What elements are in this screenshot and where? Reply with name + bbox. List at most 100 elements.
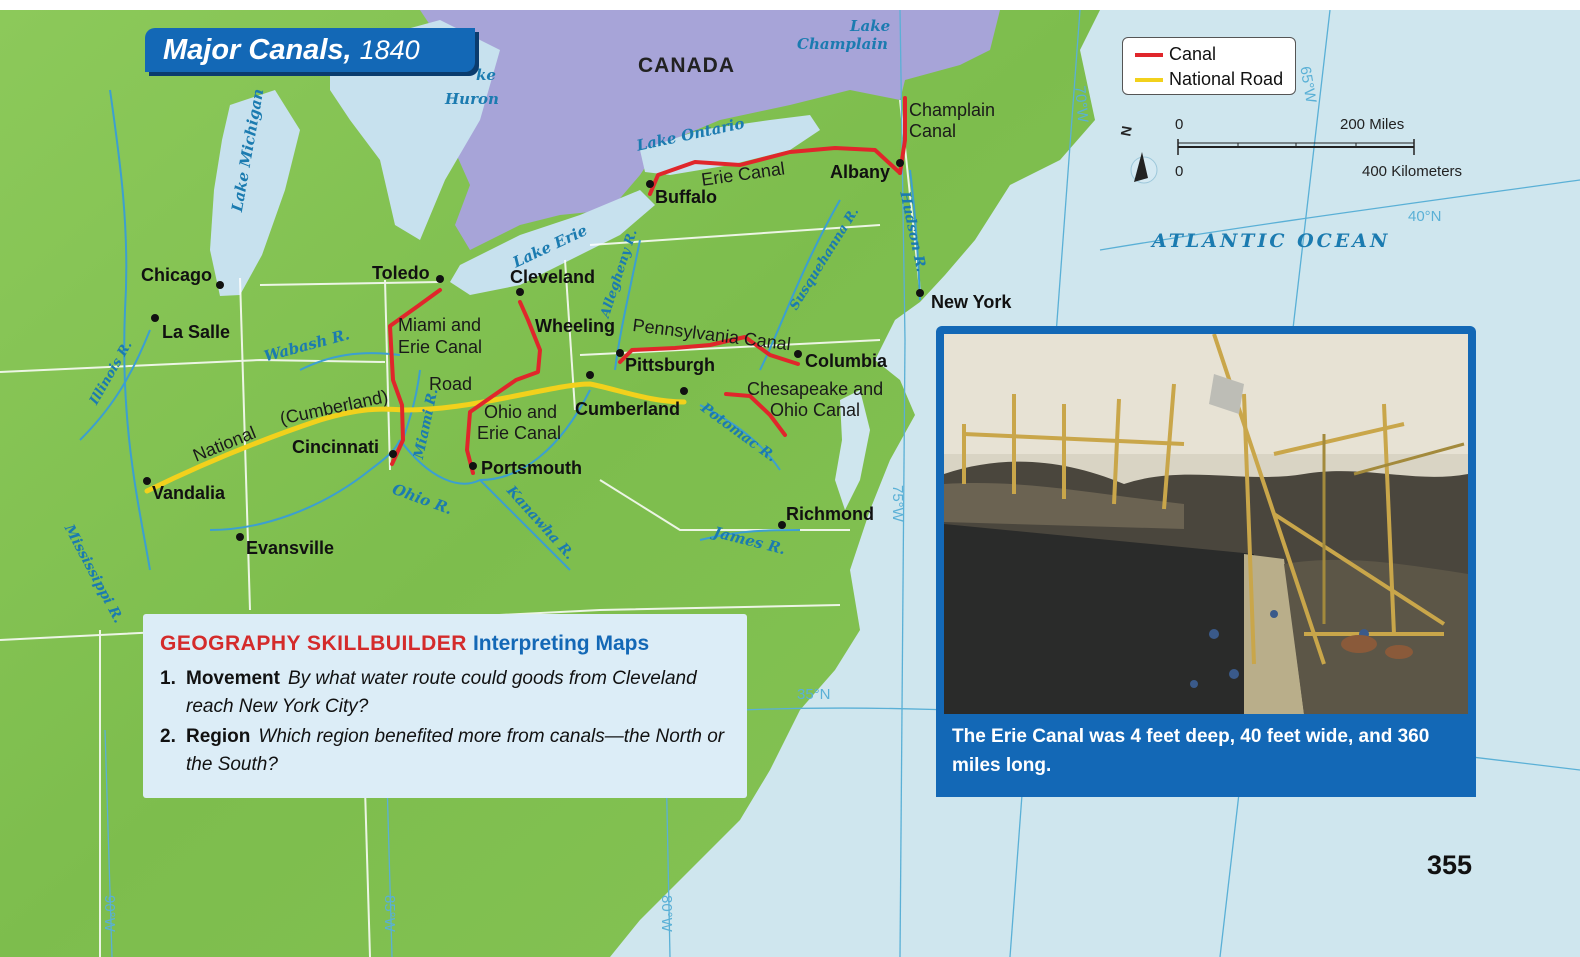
pennsylvania-canal-line [618,335,800,366]
city-dot-cincinnati [389,450,397,458]
city-dot-buffalo [646,180,654,188]
skillbuilder-heading-blue: Interpreting Maps [472,632,650,655]
city-label-new-york: New York [931,292,1012,312]
gridline-label-70w: 70°W [1071,85,1092,124]
legend-row-canal: Canal [1135,42,1295,67]
lake-label-huron-partial: ke [476,66,496,84]
illustration-caption: The Erie Canal was 4 feet deep, 40 feet … [952,726,1430,776]
map-title-text: Major Canals, [163,33,352,66]
question-text: By what water route could goods from Cle… [186,668,697,717]
scale-bar-graphic [1177,139,1415,155]
legend-label-canal: Canal [1169,44,1217,64]
city-label-columbia: Columbia [805,351,888,371]
canal-label-chesapeake-1: Chesapeake and [747,379,884,399]
canal-label-ohio-erie-2: Erie Canal [477,423,562,443]
city-label-wheeling: Wheeling [535,316,615,336]
legend-swatch-canal [1135,52,1163,57]
city-label-toledo: Toledo [372,263,430,283]
canada-area [420,10,1000,250]
city-label-vandalia: Vandalia [152,483,226,503]
lake-michigan [210,90,300,296]
gridline-label-40n: 40°N [1408,208,1442,225]
page-number: 355 [1427,850,1473,880]
erie-canal-illustration [944,334,1468,714]
region-label-atlantic-ocean: ATLANTIC OCEAN [1152,230,1391,252]
national-road-line [144,381,687,494]
skillbuilder-heading-red: GEOGRAPHY SKILLBUILDER [160,632,467,655]
gridline-label-80w: 80°W [658,895,675,932]
city-dot-la-salle [151,314,159,322]
city-dot-chicago [216,281,224,289]
lake-huron [330,20,500,240]
legend-row-road: National Road [1135,67,1295,92]
city-dot-cleveland [516,288,524,296]
canal-label-chesapeake-2: Ohio Canal [770,400,861,420]
city-dot-evansville [236,533,244,541]
city-dot-cumberland [680,387,688,395]
city-dot-wheeling [586,371,594,379]
city-label-cumberland: Cumberland [575,399,681,419]
scale-zero-km: 0 [1175,163,1184,180]
scale-bar: N 0 200 Miles 0 400 Kilometers [1117,115,1478,190]
city-dot-pittsburgh [616,349,624,357]
canal-label-champlain-1: Champlain [909,100,996,120]
city-dot-toledo [436,275,444,283]
question-text: Which region benefited more from canals—… [186,726,725,775]
canal-lines [388,96,907,475]
city-dot-columbia [794,350,802,358]
city-label-chicago: Chicago [141,265,213,285]
question-number: 1. [160,668,176,689]
city-label-evansville: Evansville [246,538,335,558]
city-dot-albany [896,159,904,167]
lake-erie [450,190,655,295]
lake-label-huron: Huron [445,90,499,108]
city-label-cincinnati: Cincinnati [292,437,380,457]
road-label-road: Road [429,374,473,394]
scale-zero-miles: 0 [1175,116,1184,133]
north-arrow-icon [1130,152,1158,184]
gridline-label-85w: 85°W [381,895,398,932]
gridline-label-35n: 35°N [797,686,831,703]
erie-canal-illustration-graphic [944,334,1468,714]
miami-erie-canal-line [388,288,442,466]
chesapeake-bay [835,390,870,510]
city-dot-new-york [916,289,924,297]
question-number: 2. [160,726,176,747]
gridline-label-90w: 90°W [101,895,118,932]
legend-swatch-road [1135,77,1163,82]
city-dot-richmond [778,521,786,529]
scale-label-km: 400 Kilometers [1362,163,1463,180]
region-label-canada: CANADA [638,54,735,77]
gridline-label-75w: 75°W [889,485,906,522]
city-label-portsmouth: Portsmouth [481,458,582,478]
scale-label-miles: 200 Miles [1340,116,1405,133]
city-label-la-salle: La Salle [162,322,231,342]
erie-canal-illustration-panel: The Erie Canal was 4 feet deep, 40 feet … [936,326,1476,797]
question-topic: Region [186,726,251,747]
city-label-pittsburgh: Pittsburgh [625,355,715,375]
lake-label-champlain-2: Champlain [797,35,888,53]
legend-label-road: National Road [1169,69,1284,89]
erie-canal-line [648,146,902,196]
state-borders [0,99,921,957]
city-label-richmond: Richmond [786,504,874,524]
canal-label-ohio-erie-1: Ohio and [484,402,558,422]
city-label-buffalo: Buffalo [655,187,717,207]
city-label-albany: Albany [830,162,891,182]
map-legend: Canal National Road [1122,37,1296,95]
city-dot-vandalia [143,477,151,485]
ohio-erie-canal-line [465,300,542,475]
canal-label-miami-erie-2: Erie Canal [398,337,483,357]
lake-label-champlain-1: Lake [850,17,891,35]
lake-ontario [640,115,820,175]
city-dot-portsmouth [469,462,477,470]
map-title-year: 1840 [359,34,420,65]
question-topic: Movement [186,668,280,689]
city-label-cleveland: Cleveland [510,267,596,287]
chesapeake-ohio-canal-line [724,392,787,437]
canal-label-miami-erie-1: Miami and [398,315,482,335]
